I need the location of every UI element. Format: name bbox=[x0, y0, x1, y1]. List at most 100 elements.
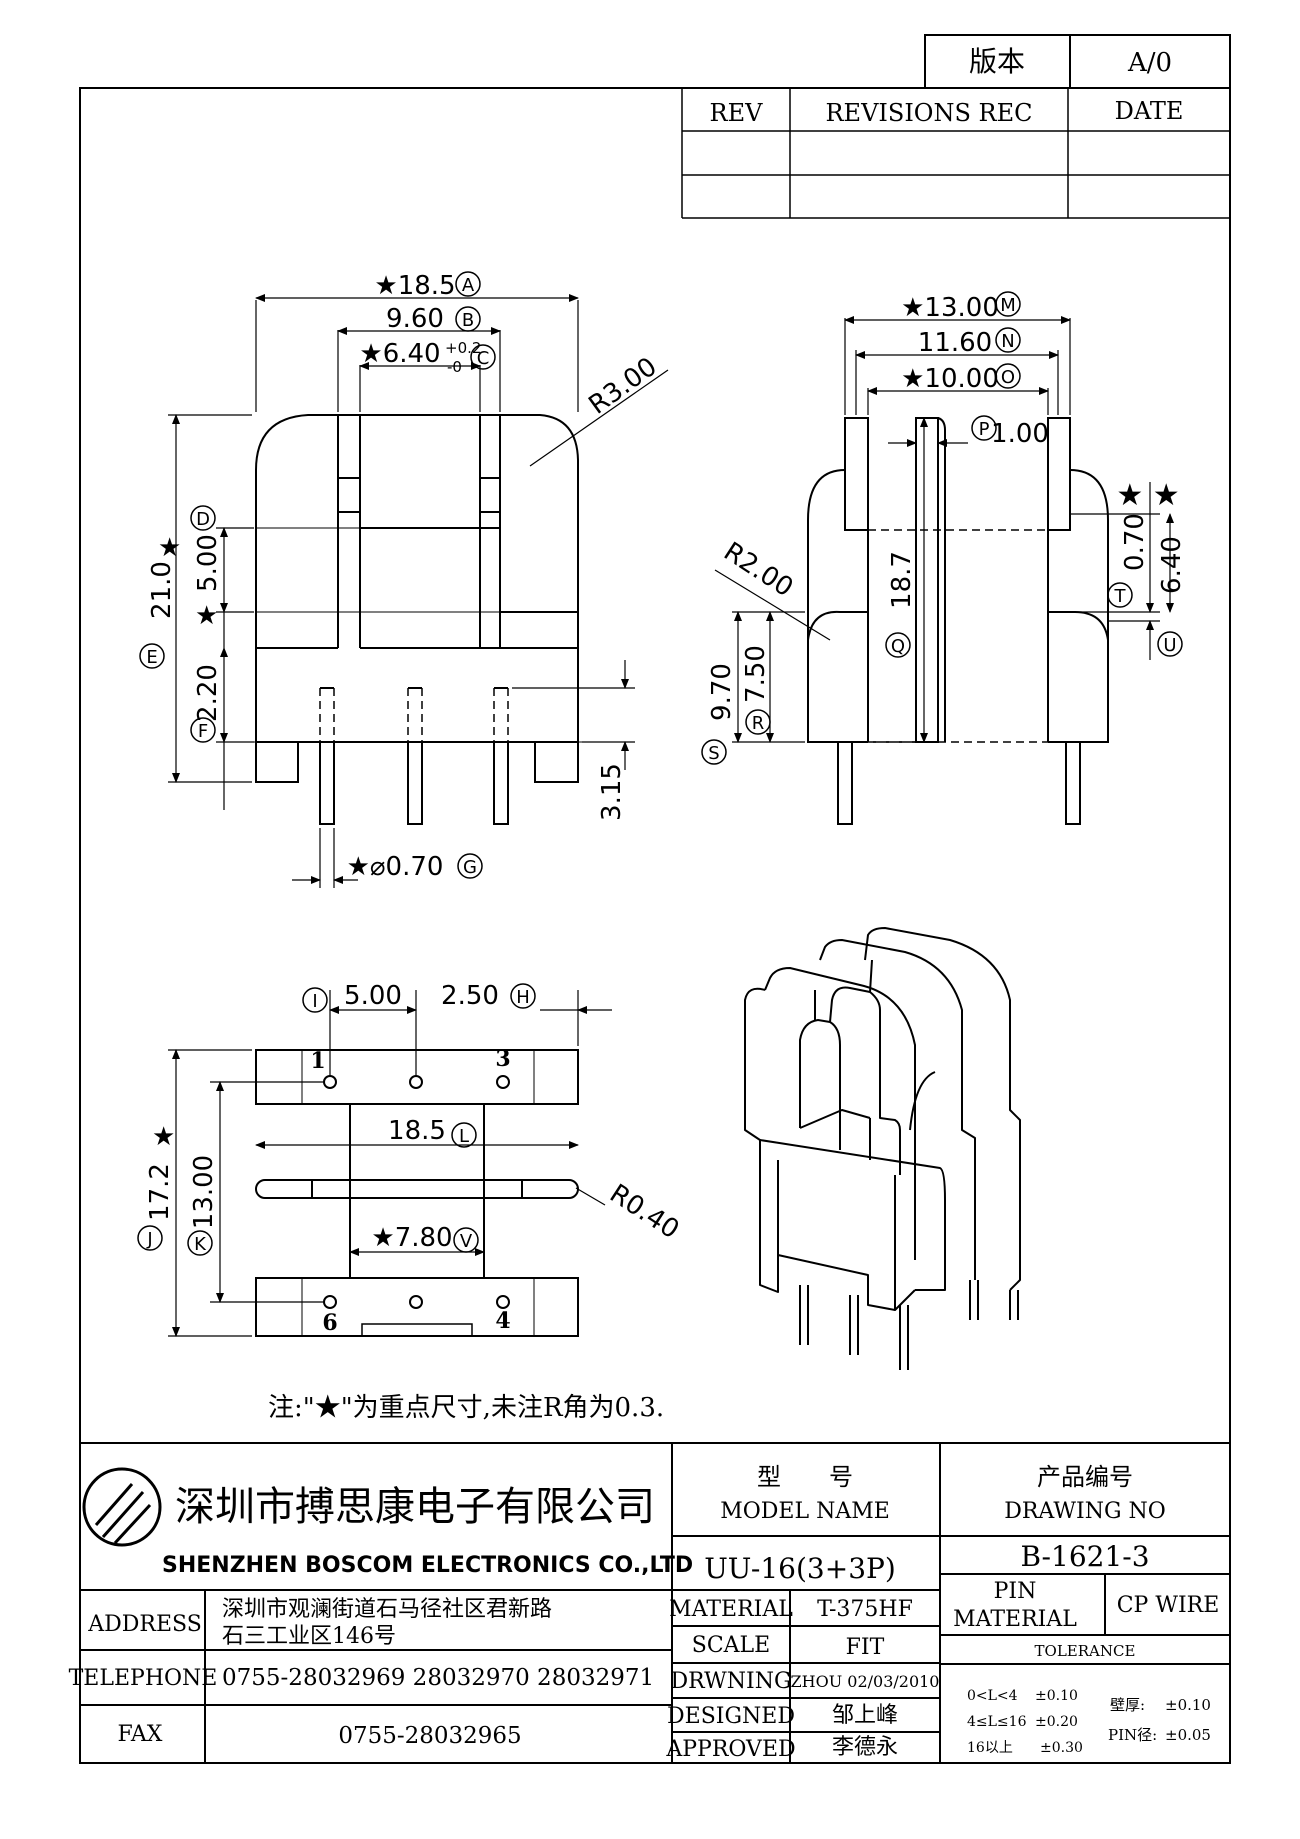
side-view bbox=[807, 417, 1109, 825]
drawing-label-cn: 产品编号 bbox=[1037, 1463, 1133, 1491]
wall-label: 壁厚: bbox=[1110, 1696, 1145, 1714]
callout-a: A bbox=[462, 275, 475, 296]
model-label-cn: 型 号 bbox=[757, 1463, 853, 1491]
front-view bbox=[220, 414, 620, 825]
dim-n: 11.60 bbox=[918, 328, 992, 358]
fax-label: FAX bbox=[118, 1722, 163, 1747]
model-label-en: MODEL NAME bbox=[720, 1499, 890, 1524]
dim-d-star: ★ bbox=[195, 601, 218, 631]
version-label: 版本 bbox=[969, 45, 1025, 78]
dim-d: 5.00 bbox=[193, 534, 223, 592]
dim-c: ★6.40 bbox=[359, 339, 440, 369]
bottom-callouts bbox=[137, 983, 536, 1256]
callout-d: D bbox=[196, 509, 210, 530]
dim-j-star: ★ bbox=[152, 1122, 175, 1152]
pindia-val: ±0.05 bbox=[1165, 1726, 1211, 1744]
dim-side-stars: ★ ★ bbox=[1116, 478, 1179, 513]
tol-3-range: 16以上 bbox=[967, 1740, 1013, 1756]
dim-u: 6.40 bbox=[1157, 536, 1187, 594]
tol-1-val: ±0.10 bbox=[1035, 1688, 1078, 1704]
fax-value: 0755-28032965 bbox=[338, 1723, 521, 1749]
pin-material-value: CP WIRE bbox=[1117, 1593, 1220, 1618]
telephone-label: TELEPHONE bbox=[69, 1666, 218, 1691]
callout-h: H bbox=[516, 987, 530, 1008]
dim-e-star: ★ bbox=[158, 533, 181, 563]
dim-a: ★18.5 bbox=[374, 271, 455, 301]
callout-o: O bbox=[1001, 367, 1015, 388]
callout-c: C bbox=[477, 348, 490, 369]
tol-1-range: 0<L<4 bbox=[967, 1688, 1018, 1704]
designed-value: 邹上峰 bbox=[832, 1703, 898, 1728]
tol-3-val: ±0.30 bbox=[1040, 1740, 1083, 1756]
isometric-view bbox=[744, 927, 1021, 1370]
approved-label: APPROVED bbox=[665, 1737, 795, 1762]
callout-g: G bbox=[463, 857, 477, 878]
drwning-value: ZHOU 02/03/2010 bbox=[791, 1672, 940, 1691]
address-line2: 石三工业区146号 bbox=[222, 1624, 396, 1649]
address-label: ADDRESS bbox=[87, 1612, 202, 1637]
company-name-en: SHENZHEN BOSCOM ELECTRONICS CO.,LTD bbox=[162, 1553, 693, 1578]
tol-2-range: 4≤L≤16 bbox=[967, 1714, 1027, 1730]
version-value: A/0 bbox=[1127, 48, 1172, 78]
front-dimensions bbox=[168, 294, 669, 888]
material-label: MATERIAL bbox=[669, 1597, 793, 1622]
pin-label-6: 6 bbox=[322, 1310, 337, 1336]
callout-m: M bbox=[1000, 295, 1016, 316]
dim-f: 2.20 bbox=[193, 664, 223, 722]
callout-k: K bbox=[194, 1234, 207, 1255]
callout-f: F bbox=[198, 721, 208, 742]
dim-j: 17.2 bbox=[145, 1163, 175, 1221]
dim-s: 9.70 bbox=[707, 663, 737, 721]
material-value: T-375HF bbox=[817, 1597, 913, 1622]
dim-r300: R3.00 bbox=[583, 352, 662, 421]
company-logo bbox=[82, 1467, 162, 1547]
pin-material-label-2: MATERIAL bbox=[953, 1607, 1077, 1632]
dim-b: 9.60 bbox=[386, 304, 444, 334]
side-dimensions bbox=[714, 316, 1174, 743]
scale-value: FIT bbox=[846, 1635, 885, 1660]
callout-q: Q bbox=[891, 636, 905, 657]
drawing-label-en: DRAWING NO bbox=[1004, 1499, 1166, 1524]
pin-label-4: 4 bbox=[495, 1308, 510, 1334]
pindia-label: PIN径: bbox=[1108, 1726, 1157, 1744]
callout-t: T bbox=[1114, 586, 1127, 607]
designed-label: DESIGNED bbox=[667, 1704, 795, 1729]
dim-r040: R0.40 bbox=[604, 1179, 684, 1246]
callout-s: S bbox=[708, 743, 719, 764]
date-header: DATE bbox=[1115, 97, 1184, 125]
wall-val: ±0.10 bbox=[1165, 1696, 1211, 1714]
bottom-dimensions bbox=[168, 990, 612, 1337]
pin-label-1: 1 bbox=[310, 1048, 325, 1074]
dim-q: 18.7 bbox=[887, 551, 917, 609]
dim-t: 0.70 bbox=[1120, 513, 1150, 571]
callout-b: B bbox=[462, 310, 474, 331]
callout-u: U bbox=[1163, 635, 1176, 656]
address-line1: 深圳市观澜街道石马径社区君新路 bbox=[222, 1597, 552, 1622]
dim-l: 18.5 bbox=[388, 1116, 446, 1146]
version-box: 版本 A/0 bbox=[924, 34, 1231, 89]
drawing-value: B-1621-3 bbox=[1020, 1540, 1149, 1573]
front-callouts bbox=[139, 271, 496, 879]
rev-header: REV bbox=[710, 99, 764, 127]
dim-r200: R2.00 bbox=[718, 537, 798, 604]
callout-i: I bbox=[312, 991, 317, 1012]
dim-m: ★13.00 bbox=[901, 293, 999, 323]
revision-table bbox=[681, 88, 1230, 219]
scale-label: SCALE bbox=[692, 1633, 770, 1658]
dim-c-tol-minus: -0 bbox=[447, 358, 462, 376]
dim-g: ★⌀0.70 bbox=[347, 852, 444, 882]
telephone-value: 0755-28032969 28032970 28032971 bbox=[222, 1665, 654, 1691]
callout-v: V bbox=[460, 1231, 473, 1252]
callout-p: P bbox=[979, 419, 990, 440]
callout-n: N bbox=[1001, 331, 1014, 352]
model-value: UU-16(3+3P) bbox=[704, 1552, 896, 1585]
side-callouts bbox=[701, 291, 1183, 765]
note-text: 注:"★"为重点尺寸,未注R角为0.3. bbox=[268, 1393, 664, 1423]
company-name-cn: 深圳市搏思康电子有限公司 bbox=[175, 1484, 655, 1530]
dim-h: 2.50 bbox=[441, 981, 499, 1011]
pin-material-label-1: PIN bbox=[994, 1579, 1037, 1604]
callout-e: E bbox=[146, 647, 157, 668]
approved-value: 李德永 bbox=[832, 1735, 898, 1760]
dim-e: 21.0 bbox=[147, 561, 177, 619]
dim-h315: 3.15 bbox=[597, 763, 627, 821]
